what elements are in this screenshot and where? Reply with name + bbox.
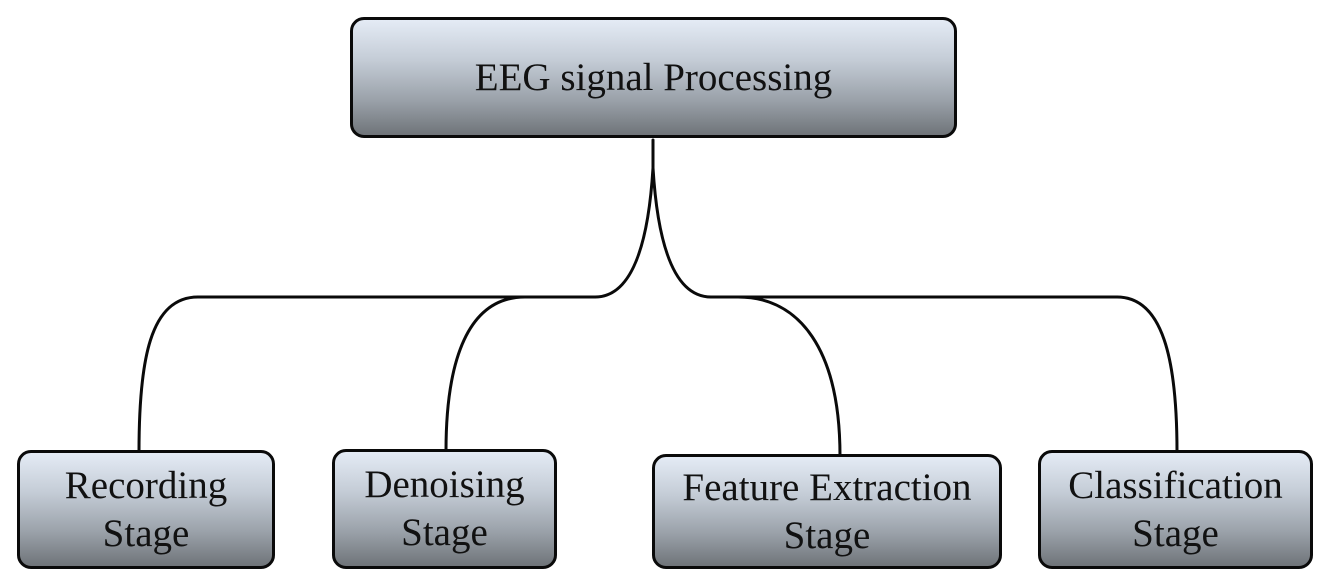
child-node-label-line2: Stage xyxy=(102,511,190,555)
connector-left-arm xyxy=(593,166,655,299)
child-node-label-line1: Denoising xyxy=(364,463,525,506)
child-node-recording: Recording Stage xyxy=(17,450,275,569)
root-node-label: EEG signal Processing xyxy=(474,55,833,99)
child-node-label-line2: Stage xyxy=(1132,511,1219,555)
child-node-denoising: Denoising Stage xyxy=(332,449,557,569)
child-node-label-line1: Classification xyxy=(1068,463,1283,507)
connector-to-denoising xyxy=(444,295,527,453)
child-node-label-line1: Recording xyxy=(64,463,228,507)
connector-to-recording xyxy=(137,295,200,454)
child-node-label-line1: Feature Extraction xyxy=(682,465,972,509)
connector-to-feature-extraction xyxy=(736,295,842,458)
child-node-feature-extraction: Feature Extraction Stage xyxy=(652,454,1002,569)
child-node-label-line2: Stage xyxy=(783,513,871,557)
child-node-label-line2: Stage xyxy=(401,511,488,554)
connector-to-classification xyxy=(1115,295,1179,454)
root-node: EEG signal Processing xyxy=(350,17,957,138)
child-node-classification: Classification Stage xyxy=(1038,450,1313,569)
connector-right-arm xyxy=(651,166,713,299)
